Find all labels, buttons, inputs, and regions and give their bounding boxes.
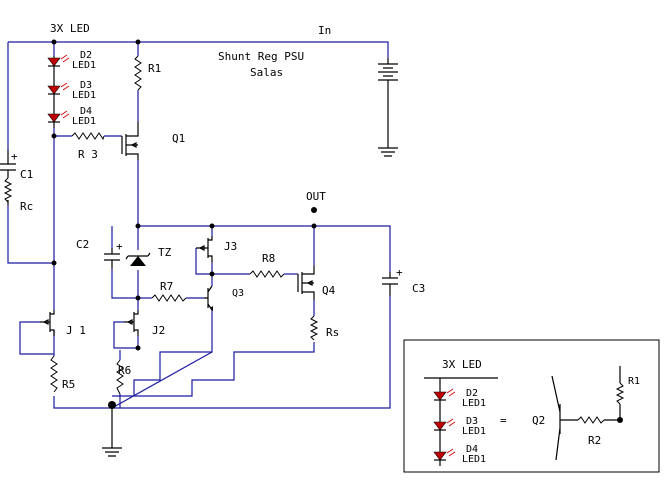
led-d2-icon xyxy=(47,57,61,67)
r5-label: R5 xyxy=(62,378,75,391)
q3-label: Q3 xyxy=(232,288,244,299)
r3-resistor xyxy=(71,132,105,141)
tz-zener xyxy=(125,252,151,266)
led-d4-icon xyxy=(47,113,61,123)
q1-label: Q1 xyxy=(172,132,185,145)
c3-label: C3 xyxy=(412,282,425,295)
r6-resistor xyxy=(116,359,124,395)
output-label: OUT xyxy=(306,190,326,203)
d3-type: LED1 xyxy=(72,90,96,101)
j3-jfet xyxy=(196,236,213,262)
inset-r2-resistor xyxy=(577,416,605,424)
battery-icon xyxy=(378,58,398,157)
wires xyxy=(7,41,391,448)
led-group-label: 3X LED xyxy=(50,22,90,35)
c1-label: C1 xyxy=(20,168,33,181)
inset-q2-transistor xyxy=(551,375,561,461)
r1-resistor xyxy=(134,55,142,91)
r8-label: R8 xyxy=(262,252,275,265)
labels: 3X LED In Shunt Reg PSU Salas D2 LED1 D3… xyxy=(11,22,425,391)
inset-equals: = xyxy=(500,414,507,427)
r3-label: R 3 xyxy=(78,148,98,161)
j3-label: J3 xyxy=(224,240,237,253)
j2-jfet xyxy=(124,310,139,336)
r7-resistor xyxy=(151,294,187,302)
inset-r1-label: R1 xyxy=(628,376,640,387)
inset-d2-label: D2 xyxy=(466,388,478,399)
d2-type: LED1 xyxy=(72,60,96,71)
inset-equivalence: 3X LED D2 LED1 D3 LED1 D4 LED1 = Q2 R2 R… xyxy=(403,339,660,473)
d3-label: D3 xyxy=(80,80,92,91)
led-chain xyxy=(47,54,70,128)
q3-bjt xyxy=(204,285,213,311)
rc-resistor xyxy=(3,177,13,203)
inset-led-d4-icon xyxy=(433,451,447,461)
d2-label: D2 xyxy=(80,50,92,61)
inset-d2-type: LED1 xyxy=(462,398,486,409)
led-d3-icon xyxy=(47,85,61,95)
j1-label: J 1 xyxy=(66,324,86,337)
c2-capacitor xyxy=(104,248,120,268)
r1-label: R1 xyxy=(148,62,161,75)
q1-mosfet xyxy=(121,122,139,160)
inset-r1-resistor xyxy=(615,382,625,405)
junction-dots xyxy=(51,39,317,409)
inset-d4-type: LED1 xyxy=(462,454,486,465)
ground-icon xyxy=(102,447,122,457)
rs-resistor xyxy=(309,315,319,341)
inset-d4-label: D4 xyxy=(466,444,478,455)
c2-plus: + xyxy=(116,240,123,253)
inset-q2-label: Q2 xyxy=(532,414,545,427)
capacitors xyxy=(0,150,398,296)
inset-led-d2-icon xyxy=(433,391,447,401)
q4-mosfet xyxy=(297,266,315,300)
d4-type: LED1 xyxy=(72,116,96,127)
inset-led-d3-icon xyxy=(433,421,447,431)
inset-led-group-label: 3X LED xyxy=(442,358,482,371)
title-line1: Shunt Reg PSU xyxy=(218,50,304,63)
c3-plus: + xyxy=(396,266,403,279)
r8-resistor xyxy=(249,270,285,278)
r7-label: R7 xyxy=(160,280,173,293)
c1-plus: + xyxy=(11,150,18,163)
j2-label: J2 xyxy=(152,324,165,337)
r5-resistor xyxy=(50,355,58,393)
c2-label: C2 xyxy=(76,238,89,251)
r6-label: R6 xyxy=(118,364,131,377)
d4-label: D4 xyxy=(80,106,92,117)
rs-label: Rs xyxy=(326,326,339,339)
c1-capacitor xyxy=(0,150,16,205)
tz-label: TZ xyxy=(158,246,172,259)
title-line2: Salas xyxy=(250,66,283,79)
resistors xyxy=(3,55,319,395)
inset-r2-label: R2 xyxy=(588,434,601,447)
inset-d3-label: D3 xyxy=(466,416,478,427)
q4-label: Q4 xyxy=(322,284,336,297)
c3-capacitor xyxy=(382,272,398,296)
j1-jfet xyxy=(40,310,55,336)
input-label: In xyxy=(318,24,331,37)
rc-label: Rc xyxy=(20,200,33,213)
inset-d3-type: LED1 xyxy=(462,426,486,437)
